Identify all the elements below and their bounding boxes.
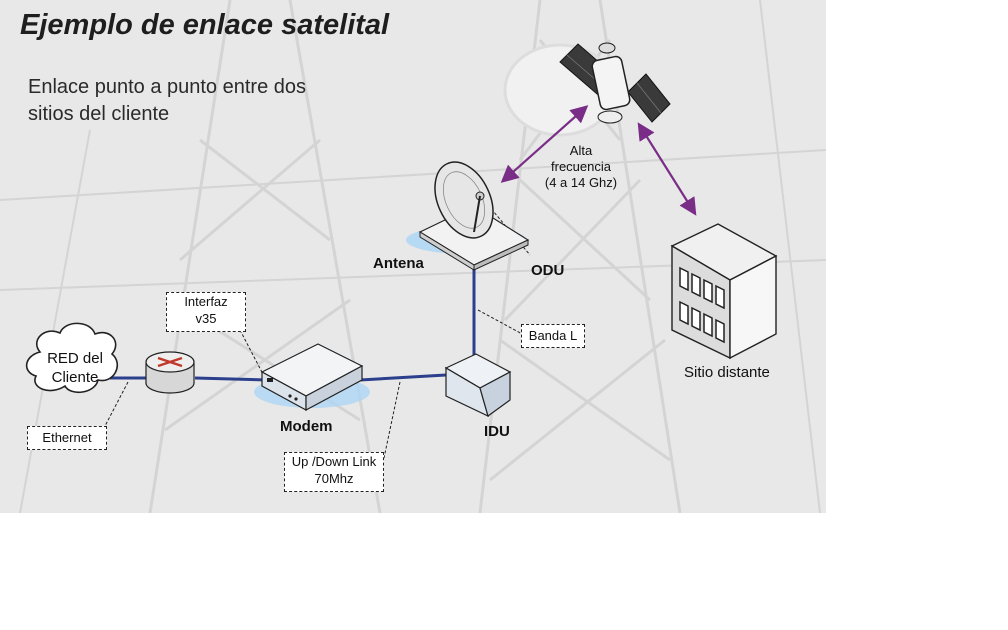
slide: Ejemplo de enlace satelital Enlace punto… (0, 0, 826, 513)
band-callout: Banda L (521, 324, 585, 348)
link-callout: Up /Down Link 70Mhz (284, 452, 384, 492)
satellite-icon (559, 42, 671, 124)
ethernet-callout: Ethernet (27, 426, 107, 450)
diagram-canvas (0, 0, 826, 513)
page-title: Ejemplo de enlace satelital (20, 9, 390, 41)
odu-label: ODU (531, 262, 565, 279)
link-line-1: Up /Down Link (291, 454, 377, 469)
cloud-icon (25, 322, 118, 393)
link-line-2: 70Mhz (314, 471, 354, 486)
frequency-label: Alta frecuencia (4 a 14 Ghz) (536, 143, 626, 191)
page-subtitle: Enlace punto a punto entre dos sitios de… (28, 74, 358, 128)
subtitle-line-1: Enlace punto a punto entre dos (28, 76, 306, 98)
cloud-label-line-1: RED del (47, 350, 103, 367)
interface-line-1: Interfaz (184, 294, 228, 309)
idu-device (444, 353, 512, 418)
subtitle-line-2: sitios del cliente (28, 103, 170, 125)
cloud-label-line-2: Cliente (51, 369, 99, 386)
router-icon (145, 351, 195, 394)
radio-arrows (500, 105, 697, 216)
antenna-icon (406, 161, 530, 271)
remote-site-label: Sitio distante (684, 364, 770, 381)
frequency-line-3: (4 a 14 Ghz) (544, 175, 618, 190)
frequency-line-1: Alta (569, 143, 593, 158)
interface-line-2: v35 (195, 311, 217, 326)
idu-label: IDU (484, 423, 510, 440)
antenna-label: Antena (373, 255, 424, 272)
frequency-line-2: frecuencia (551, 159, 611, 174)
link-lines (110, 265, 476, 382)
modem-label: Modem (280, 418, 333, 435)
modem-device (254, 343, 370, 412)
interface-callout: Interfaz v35 (166, 292, 246, 332)
building-icon (670, 223, 778, 360)
cloud-label: RED del Cliente (40, 349, 110, 387)
